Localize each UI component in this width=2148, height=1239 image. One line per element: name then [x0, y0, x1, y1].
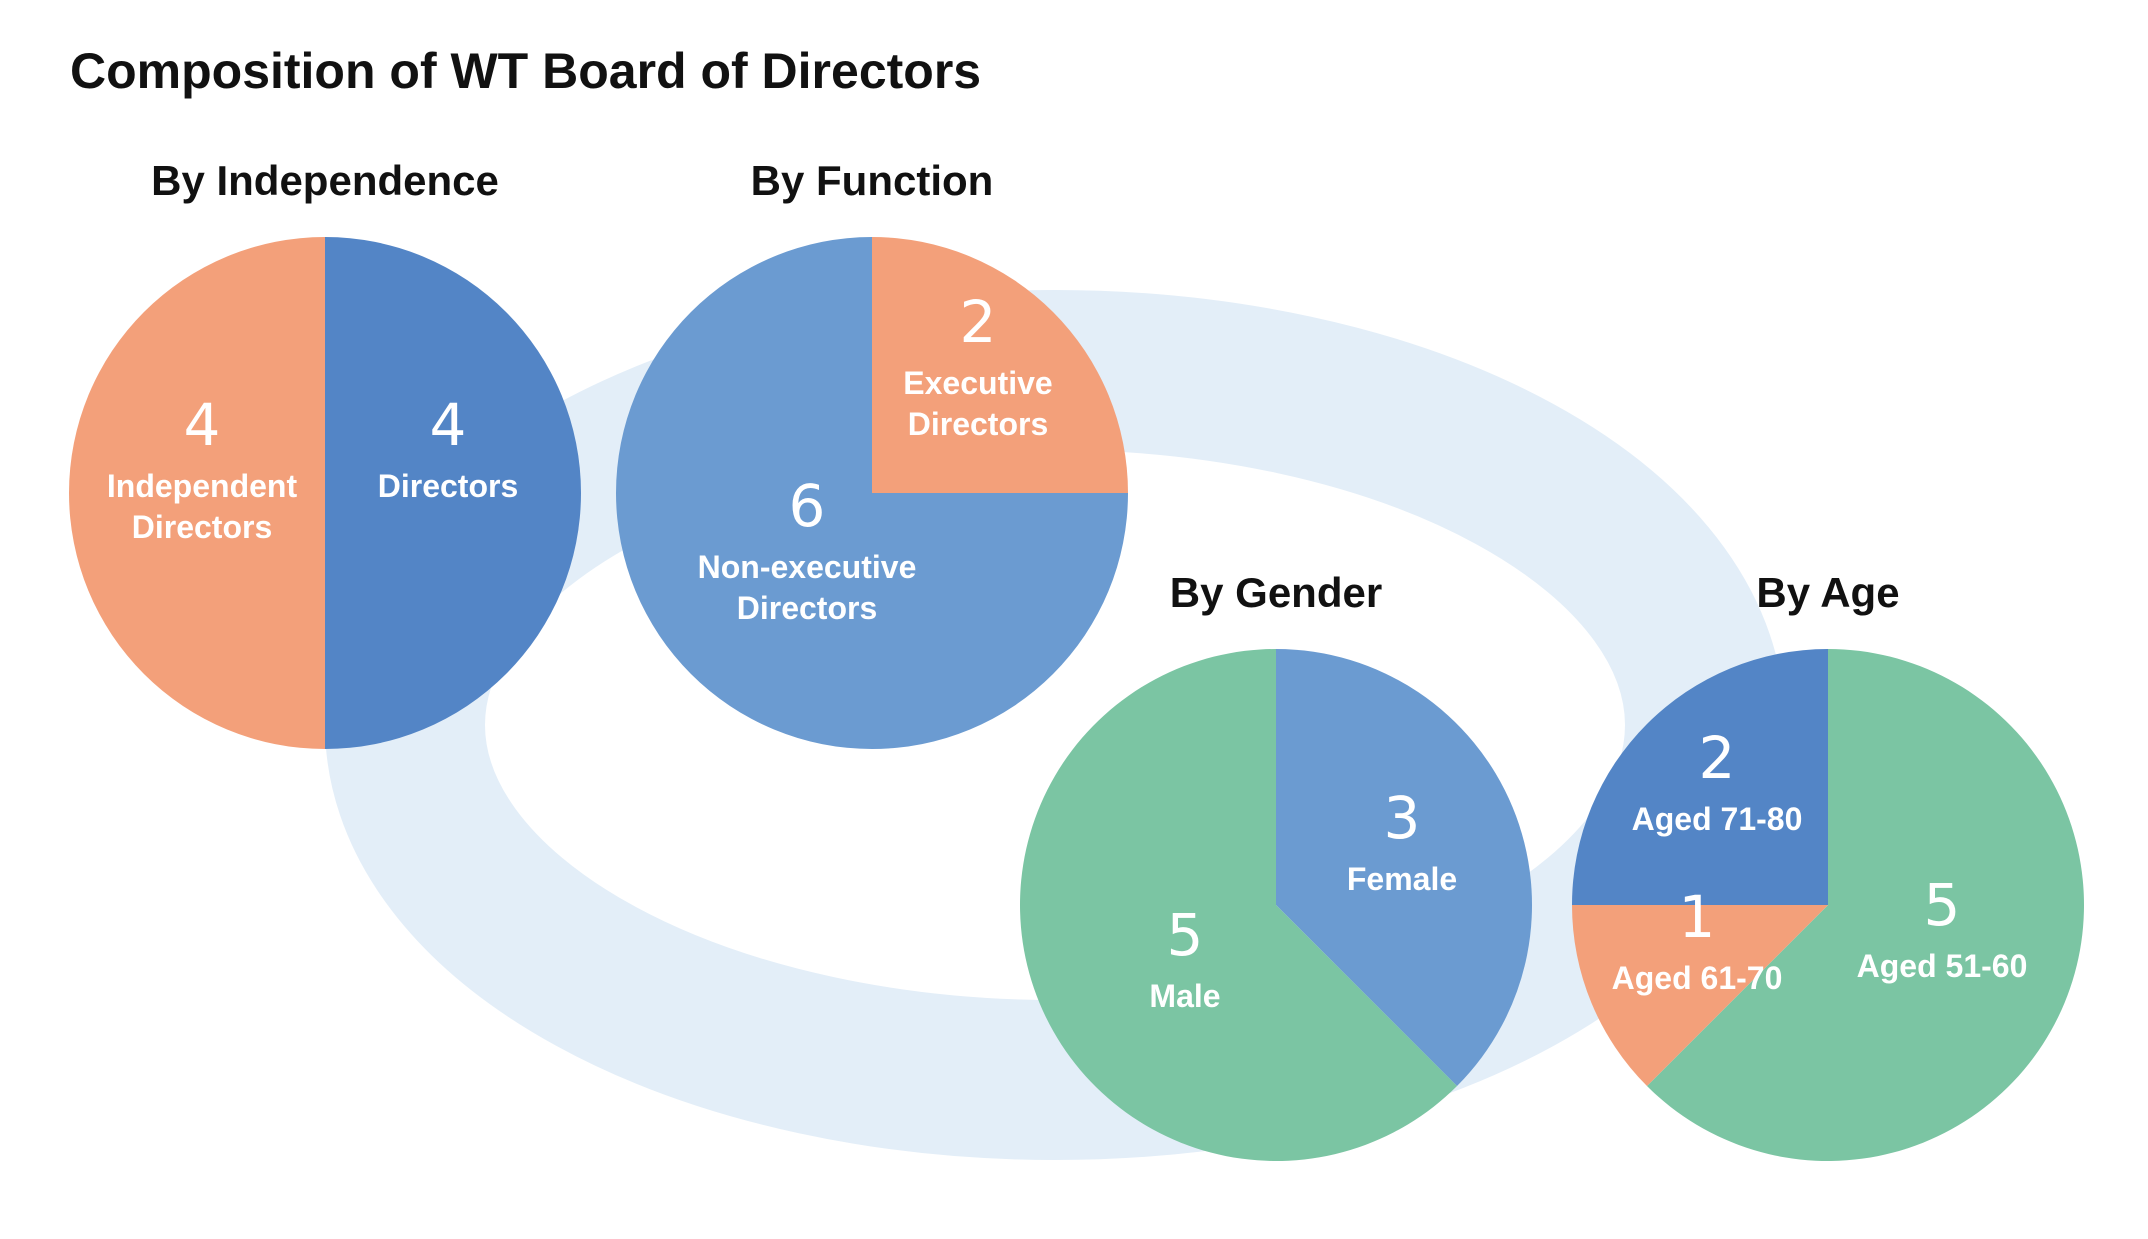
pie-slice: [1572, 649, 1828, 905]
slice-category-label: Male: [1149, 978, 1220, 1014]
slice-value-label: 3: [1384, 784, 1421, 852]
slice-category-label: Aged 61-70: [1612, 960, 1783, 996]
pie-title: By Independence: [151, 157, 499, 204]
chart-title: Composition of WT Board of Directors: [70, 43, 981, 99]
slice-value-label: 4: [430, 391, 467, 459]
slice-category-label: Aged 51-60: [1857, 948, 2028, 984]
pie-slice: [69, 237, 325, 749]
pie-slice: [1020, 649, 1458, 1161]
pie-slice: [1646, 649, 2084, 1161]
pie-slice: [1572, 905, 1828, 1087]
slice-value-label: 6: [789, 472, 826, 540]
pie-slice: [325, 237, 581, 749]
slice-value-label: 2: [1699, 724, 1736, 792]
pie-title: By Function: [751, 157, 994, 204]
pie-slice: [616, 237, 1128, 749]
pie-title: By Age: [1756, 569, 1899, 616]
slice-value-label: 1: [1679, 883, 1716, 951]
slice-category-label: Directors: [378, 468, 519, 504]
slice-value-label: 2: [960, 288, 997, 356]
slice-category-label: Aged 71-80: [1632, 801, 1803, 837]
slice-value-label: 4: [184, 391, 221, 459]
slice-category-label: Female: [1347, 861, 1457, 897]
pie-slice: [1276, 649, 1533, 1087]
pie-title: By Gender: [1170, 569, 1382, 616]
slice-value-label: 5: [1924, 871, 1961, 939]
pie-slice: [872, 237, 1128, 493]
slice-value-label: 5: [1167, 901, 1204, 969]
